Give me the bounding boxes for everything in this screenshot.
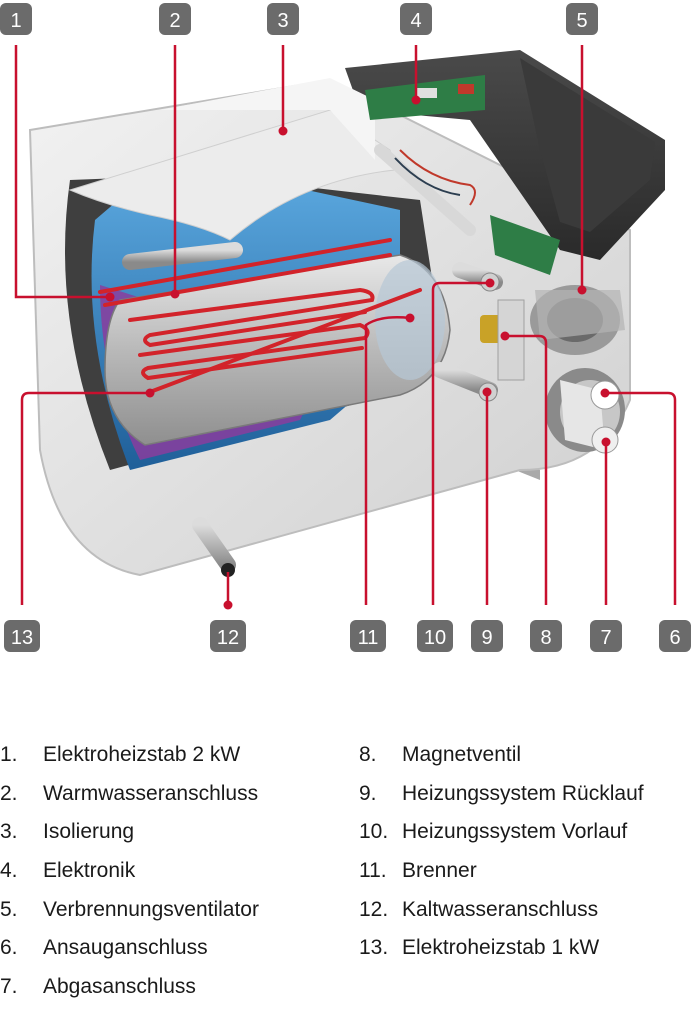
- leader-line-6: [605, 391, 677, 605]
- callout-badge-7: 7: [590, 620, 622, 652]
- callout-number: 4: [410, 10, 421, 32]
- legend-number: 6.: [0, 936, 18, 960]
- callout-number: 2: [169, 10, 180, 32]
- heater-coils: [98, 238, 422, 394]
- cutaway-diagram: 1 2 3 4 5 6 7 8 9 10 11 12 13: [0, 3, 691, 652]
- leader-dots: [105, 95, 611, 610]
- legend-number: 4.: [0, 859, 18, 883]
- leader-lines: [14, 45, 677, 605]
- legend-number: 13.: [359, 936, 389, 960]
- legend-number: 12.: [359, 897, 389, 921]
- callout-number: 11: [358, 627, 379, 649]
- callout-number: 6: [669, 627, 680, 649]
- legend-number: 5.: [0, 897, 18, 921]
- callout-badge-12: 12: [210, 620, 246, 652]
- callout-badge-10: 10: [417, 620, 453, 652]
- legend-label: Kaltwasseranschluss: [402, 897, 599, 921]
- legend-label: Elektroheizstab 2 kW: [43, 743, 241, 766]
- callout-number: 3: [277, 10, 288, 32]
- legend-number: 3.: [0, 820, 18, 844]
- leader-line-8: [505, 334, 548, 605]
- callout-badge-2: 2: [159, 3, 191, 35]
- callout-badges: 1 2 3 4 5 6 7 8 9 10 11 12 13: [0, 3, 691, 652]
- callout-badge-5: 5: [566, 3, 598, 35]
- callout-badge-13: 13: [4, 620, 40, 652]
- callout-badge-11: 11: [350, 620, 386, 652]
- legend-label: Brenner: [402, 859, 477, 883]
- parts-legend: 1. Elektroheizstab 2 kW 2. Warmwasseransch…: [0, 738, 697, 1000]
- boiler-illustration: [28, 50, 665, 577]
- legend-label: Verbrennungsventilator: [43, 897, 259, 921]
- callout-number: 1: [10, 10, 21, 32]
- callout-number: 12: [217, 627, 239, 649]
- legend-label: Heizungssystem Vorlauf: [402, 820, 628, 844]
- legend-number: 1.: [0, 743, 18, 766]
- callout-badge-3: 3: [267, 3, 299, 35]
- callout-number: 8: [540, 627, 551, 649]
- callout-number: 13: [11, 627, 33, 649]
- callout-number: 9: [481, 627, 492, 649]
- callout-badge-4: 4: [400, 3, 432, 35]
- legend-label: Abgasanschluss: [43, 975, 196, 999]
- callout-badge-8: 8: [530, 620, 562, 652]
- insulation-panel: [68, 109, 396, 241]
- leader-line-1: [14, 45, 110, 299]
- legend-number: 9.: [359, 781, 377, 805]
- legend-number: 2.: [0, 781, 18, 805]
- leader-line-13: [20, 391, 150, 605]
- legend-label: Warmwasseranschluss: [43, 781, 259, 805]
- callout-number: 7: [600, 627, 611, 649]
- legend-label: Elektroheizstab 1 kW: [402, 936, 600, 960]
- legend-label: Isolierung: [43, 820, 135, 844]
- legend-label: Magnetventil: [402, 743, 522, 766]
- cold-water-pipe: [192, 517, 236, 573]
- legend-label: Elektronik: [43, 859, 136, 883]
- legend-number: 11.: [359, 859, 387, 883]
- callout-number: 10: [424, 627, 446, 649]
- hot-water-pipe: [122, 242, 243, 270]
- legend-number: 7.: [0, 975, 18, 999]
- callout-badge-1: 1: [0, 3, 32, 35]
- legend-label: Heizungssystem Rücklauf: [402, 781, 644, 805]
- callout-badge-6: 6: [659, 620, 691, 652]
- callout-number: 5: [576, 10, 587, 32]
- legend-label: Ansauganschluss: [43, 936, 208, 960]
- callout-badge-9: 9: [471, 620, 503, 652]
- legend-number: 8.: [359, 743, 377, 766]
- leader-line-10: [431, 281, 490, 605]
- leader-line-11: [364, 316, 411, 605]
- legend-number: 10.: [359, 820, 389, 844]
